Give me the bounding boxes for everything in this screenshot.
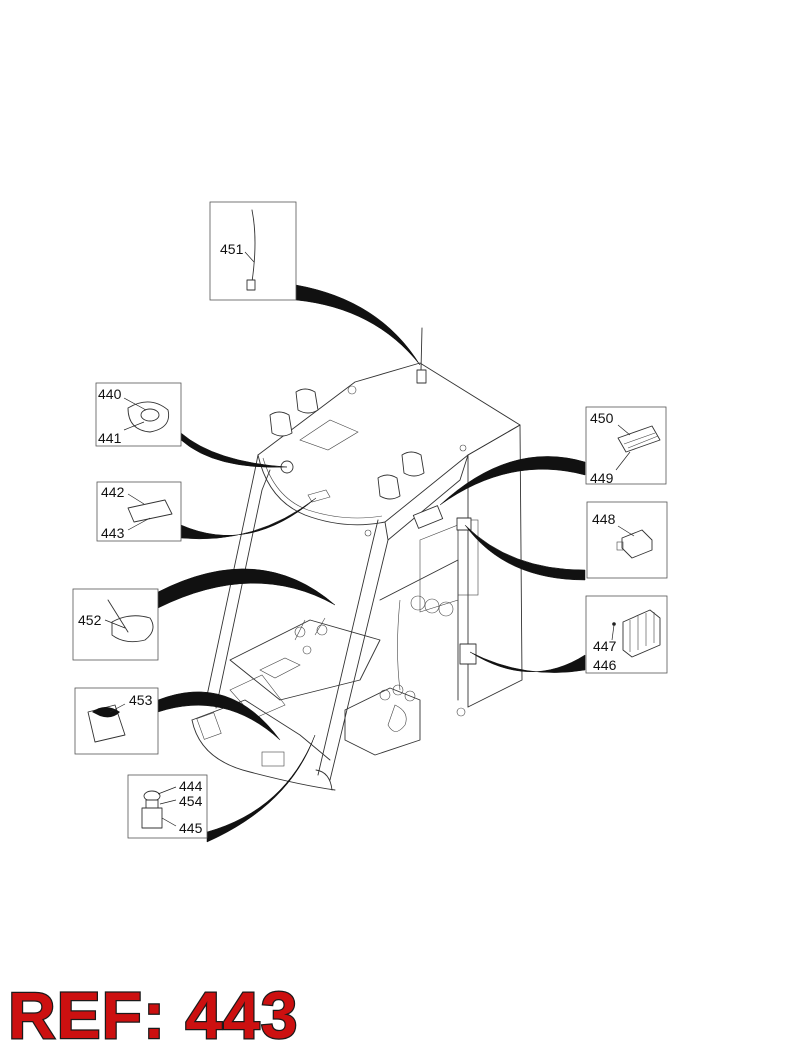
part-number-446: 446 [593,657,617,673]
part-number-445: 445 [179,820,203,836]
callout-box-442-443: 442 443 [96,481,182,542]
part-number-454: 454 [179,793,203,809]
callout-box-453: 453 [74,687,159,755]
reference-label: REF: 443 [7,978,299,1052]
part-number-452: 452 [78,612,102,628]
callout-box-448: 448 [586,501,668,579]
part-number-450: 450 [590,410,614,426]
part-number-453: 453 [129,692,153,708]
callout-box-440-441: 440 441 [95,382,182,447]
part-number-442: 442 [101,484,125,500]
part-number-447: 447 [593,638,617,654]
callout-box-450-449: 450 449 [585,406,667,486]
part-number-443: 443 [101,525,125,541]
callout-box-451: 451 [209,201,297,301]
part-number-441: 441 [98,430,122,446]
callout-box-444-454-445: 444 454 445 [127,774,208,839]
part-number-444: 444 [179,778,203,794]
part-number-448: 448 [592,511,616,527]
part-number-451: 451 [220,241,244,257]
part-number-449: 449 [590,470,614,486]
leader-bands [157,284,586,843]
callout-box-447-446: 447 446 [585,595,668,674]
machine-cabin-drawing [191,327,523,791]
callout-box-452: 452 [72,588,159,661]
part-number-440: 440 [98,386,122,402]
